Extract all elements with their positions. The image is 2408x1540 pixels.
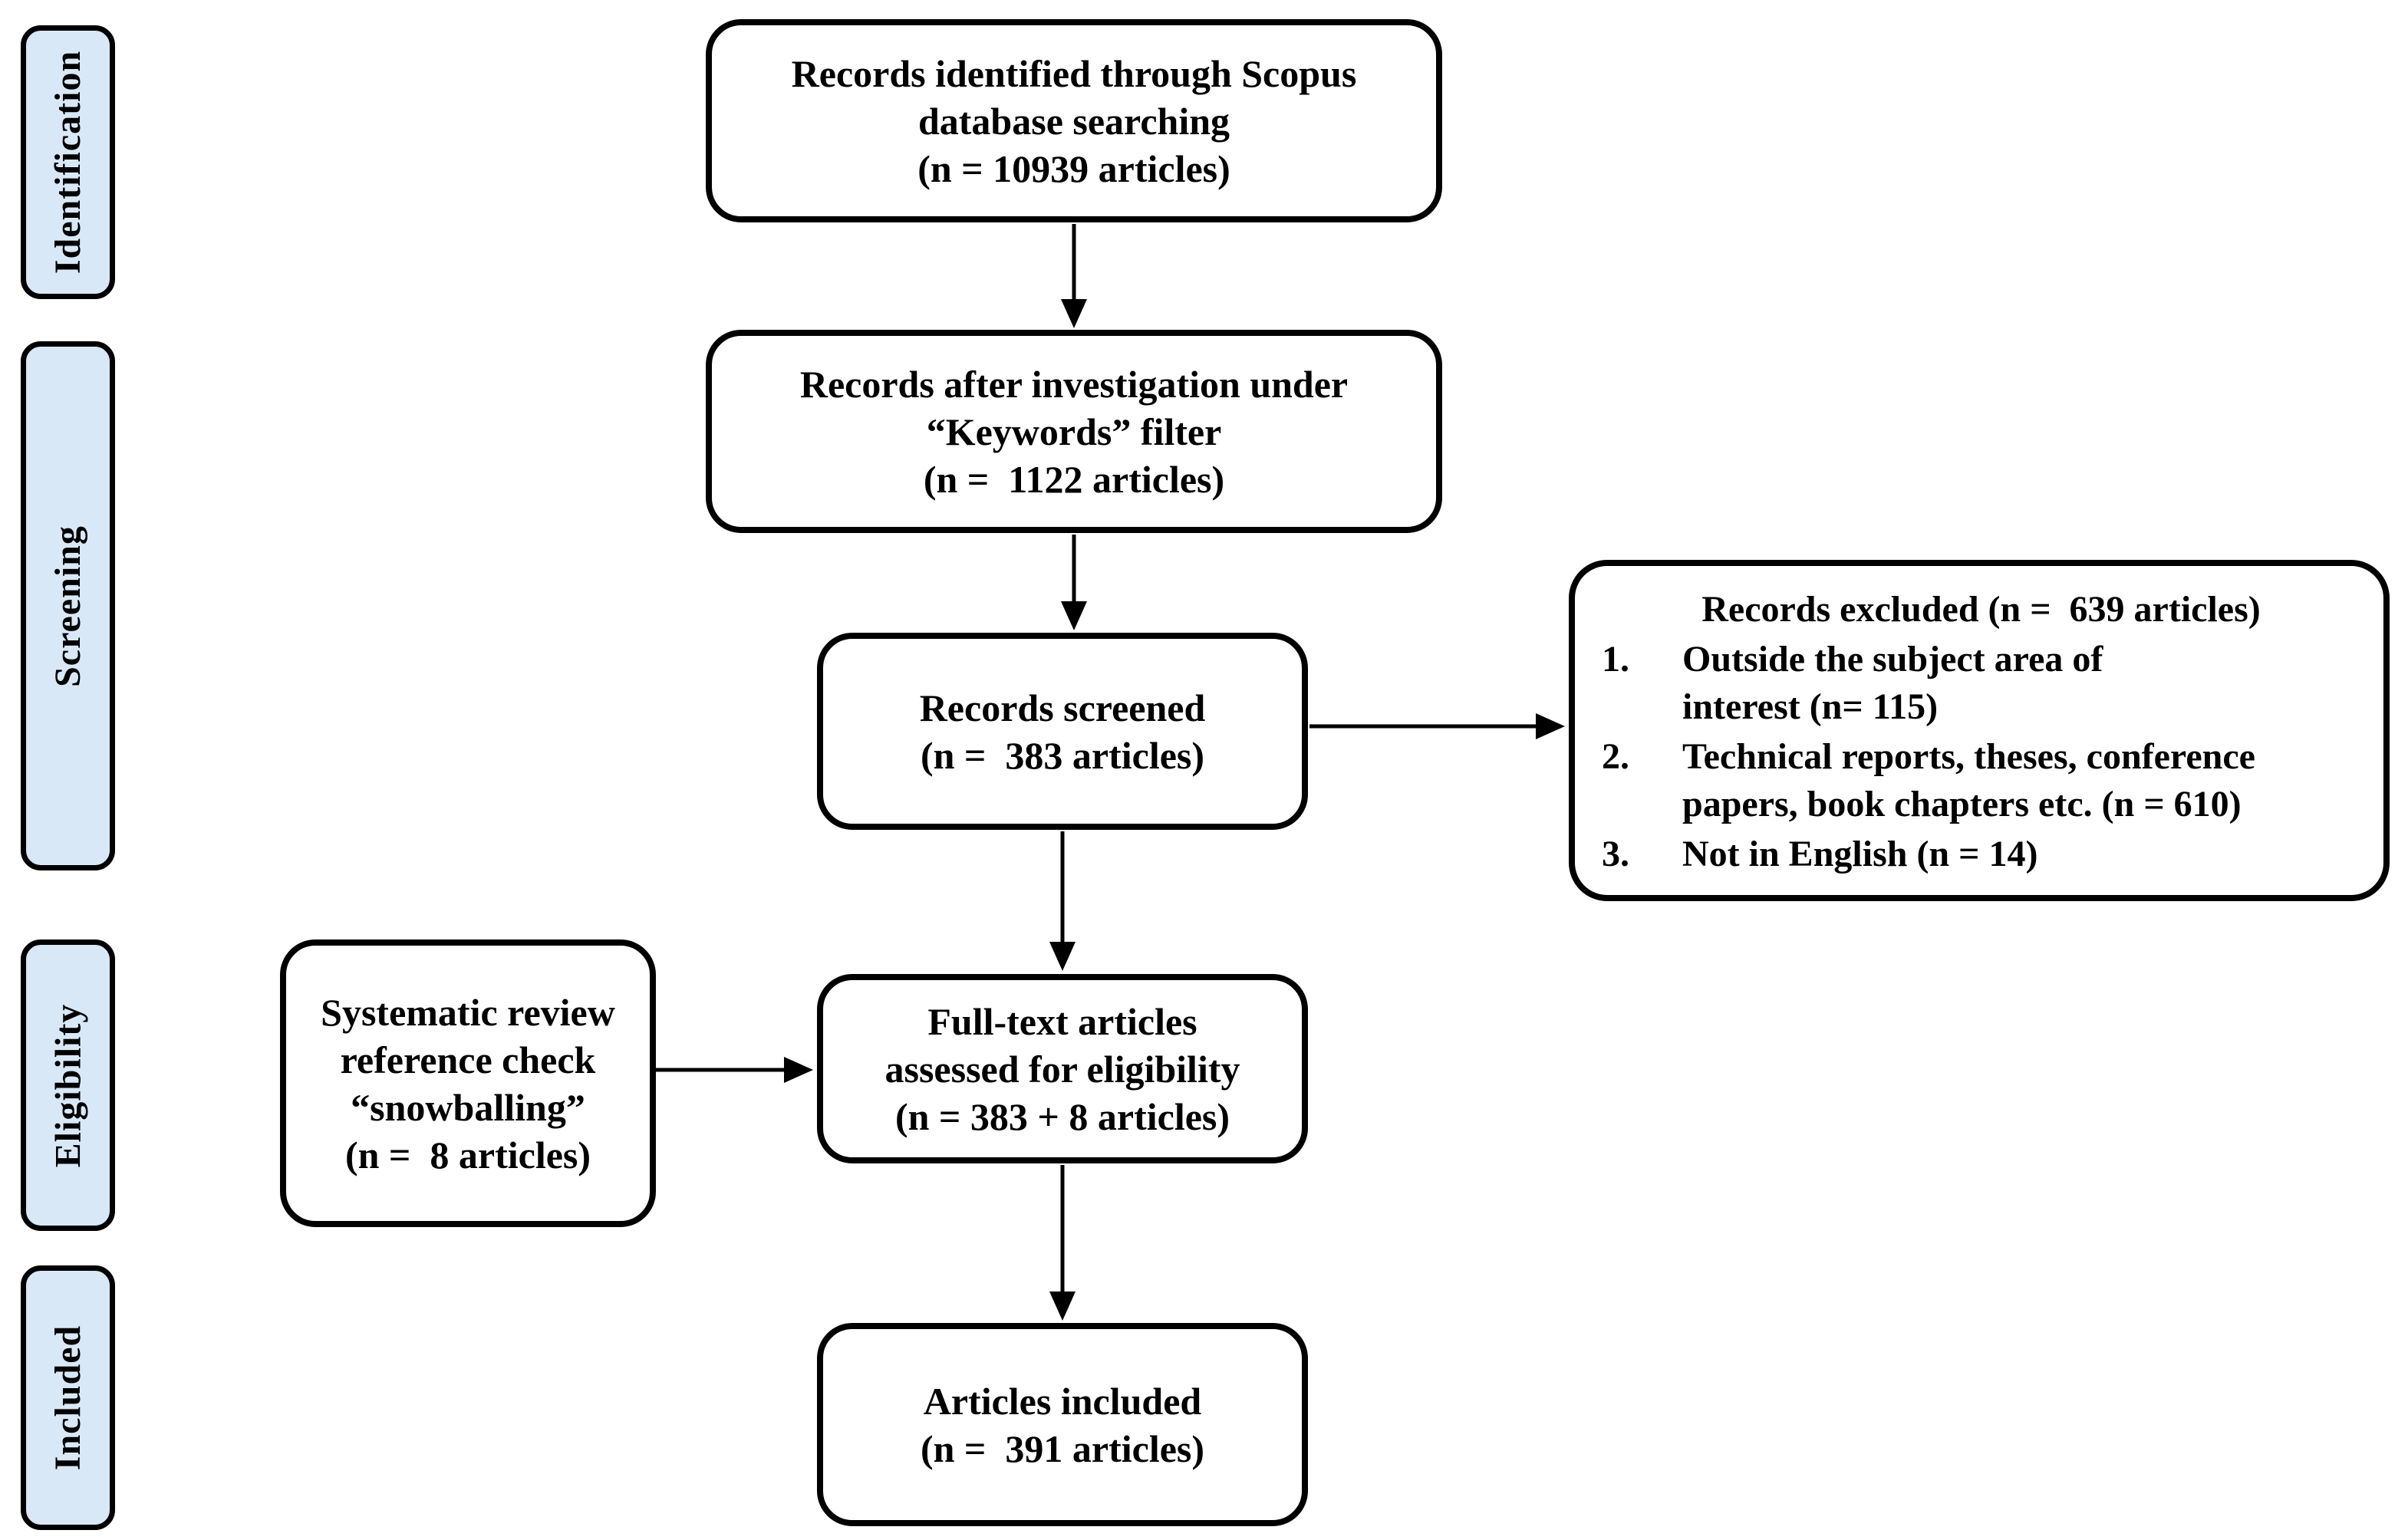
box-articles-included-line: (n = 391 articles) <box>920 1426 1205 1470</box>
stage-eligibility: Eligibility <box>21 939 115 1231</box>
box-keywords-filter: Records after investigation under “Keywo… <box>706 330 1442 533</box>
excluded-item-3-number: 3. <box>1602 834 1629 875</box>
box-records-screened-line: Records screened <box>919 686 1206 729</box>
arrow-screened-to-excluded <box>1309 713 1565 739</box>
box-records-identified: Records identified through Scopus databa… <box>706 19 1442 222</box>
box-records-screened-line: (n = 383 articles) <box>920 733 1205 777</box>
box-keywords-filter-line: (n = 1122 articles) <box>923 457 1225 501</box>
arrow-identified-to-keywords <box>1061 224 1087 328</box>
box-records-identified-line: (n = 10939 articles) <box>917 146 1230 190</box>
box-fulltext-assessed: Full-text articles assessed for eligibil… <box>817 974 1308 1163</box>
box-snowballing-line: “snowballing” <box>351 1085 585 1129</box>
stage-identification: Identification <box>21 25 115 299</box>
box-keywords-filter-line: Records after investigation under <box>799 362 1349 406</box>
arrow-snowballing-to-fulltext <box>655 1057 813 1083</box>
excluded-item-1-line: Outside the subject area of <box>1682 639 2103 680</box>
excluded-item-2-line: Technical reports, theses, conference <box>1682 736 2255 778</box>
box-fulltext-assessed-line: Full-text articles <box>927 999 1197 1043</box>
box-keywords-filter-line: “Keywords” filter <box>926 410 1222 453</box>
box-fulltext-assessed-line: (n = 383 + 8 articles) <box>894 1094 1230 1138</box>
stage-included: Included <box>21 1265 115 1530</box>
excluded-item-1: 1. Outside the subject area of interest … <box>1602 636 2360 730</box>
box-records-identified-line: database searching <box>917 99 1230 143</box>
records-excluded-title: Records excluded (n = 639 articles) <box>1701 589 2261 630</box>
box-snowballing-line: (n = 8 articles) <box>344 1133 591 1176</box>
box-articles-included: Articles included (n = 391 articles) <box>817 1323 1308 1526</box>
box-snowballing-line: Systematic review <box>321 990 615 1034</box>
excluded-item-2-line: papers, book chapters etc. (n = 610) <box>1682 783 2242 824</box>
excluded-item-1-number: 1. <box>1602 639 1629 680</box>
arrow-screened-to-fulltext <box>1049 831 1076 971</box>
arrow-fulltext-to-included <box>1049 1165 1076 1321</box>
excluded-item-2: 2. Technical reports, theses, conference… <box>1602 733 2360 828</box>
box-records-excluded: Records excluded (n = 639 articles) 1. O… <box>1569 560 2390 901</box>
excluded-item-2-number: 2. <box>1602 736 1629 778</box>
excluded-item-1-line: interest (n= 115) <box>1682 686 1939 727</box>
box-fulltext-assessed-line: assessed for eligibility <box>884 1047 1240 1091</box>
box-records-identified-line: Records identified through Scopus <box>791 51 1357 95</box>
box-articles-included-line: Articles included <box>923 1379 1202 1423</box>
box-records-screened: Records screened (n = 383 articles) <box>817 633 1308 830</box>
arrow-keywords-to-screened <box>1061 535 1087 630</box>
excluded-item-3-line: Not in English (n = 14) <box>1682 834 2038 875</box>
stage-screening: Screening <box>21 341 115 870</box>
box-snowballing: Systematic review reference check “snowb… <box>280 939 656 1227</box>
excluded-item-3: 3. Not in English (n = 14) <box>1602 831 2360 877</box>
box-snowballing-line: reference check <box>340 1038 596 1081</box>
